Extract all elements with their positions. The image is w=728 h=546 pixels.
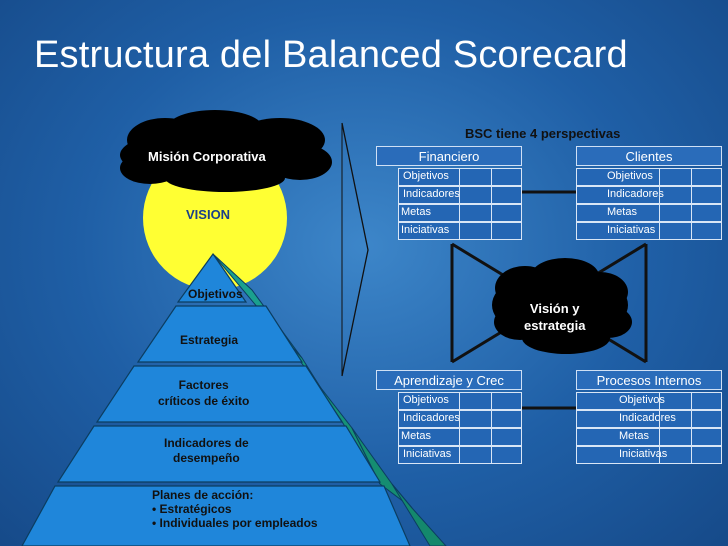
- perspective-row: Iniciativas: [398, 446, 522, 464]
- perspective-row: Objetivos: [576, 168, 722, 186]
- planes-item: • Individuales por empleados: [152, 516, 318, 530]
- pyramid-tier-indicadores: [56, 425, 382, 483]
- perspective-title: Financiero: [376, 146, 522, 166]
- perspective-clientes: Clientes Objetivos Indicadores Metas Ini…: [576, 146, 722, 242]
- vision-estrategia-cloud: [492, 258, 632, 354]
- perspective-title: Clientes: [576, 146, 722, 166]
- vision-label: VISION: [186, 207, 231, 222]
- perspective-row: Iniciativas: [576, 446, 722, 464]
- pyramid-tier-factores: [95, 365, 344, 423]
- perspective-aprendizaje: Aprendizaje y Crec Objetivos Indicadores…: [376, 370, 522, 466]
- perspective-row: Iniciativas: [398, 222, 522, 240]
- perspective-row: Iniciativas: [576, 222, 722, 240]
- perspective-procesos: Procesos Internos Objetivos Indicadores …: [576, 370, 722, 466]
- vision-estrategia-label: Visión y estrategia: [524, 301, 586, 333]
- perspective-row: Objetivos: [576, 392, 722, 410]
- perspective-row: Indicadores: [576, 186, 722, 204]
- slide-title: Estructura del Balanced Scorecard: [34, 34, 628, 76]
- planes-accion: Planes de acción: • Estratégicos • Indiv…: [152, 488, 318, 530]
- mision-label: Misión Corporativa: [148, 149, 266, 164]
- perspective-row: Metas: [398, 204, 522, 222]
- perspective-row: Metas: [576, 428, 722, 446]
- pyramid-tier-estrategia: [136, 305, 304, 363]
- bsc-subtitle: BSC tiene 4 perspectivas: [465, 126, 621, 141]
- pyramid-factores-label: Factores críticos de éxito: [158, 378, 250, 408]
- mision-cloud: [120, 110, 332, 192]
- perspective-row: Objetivos: [398, 168, 522, 186]
- perspective-row: Metas: [576, 204, 722, 222]
- perspective-row: Indicadores: [576, 410, 722, 428]
- perspective-row: Metas: [398, 428, 522, 446]
- perspective-row: Indicadores: [398, 410, 522, 428]
- perspective-title: Aprendizaje y Crec: [376, 370, 522, 390]
- planes-item: • Estratégicos: [152, 502, 232, 516]
- pyramid-objetivos-label: Objetivos: [188, 287, 243, 301]
- pyramid-estrategia-label: Estrategia: [180, 333, 239, 347]
- brace-arrow: [341, 122, 369, 377]
- pyramid-side-5: [391, 483, 447, 546]
- pyramid-tier-objetivos: [176, 252, 248, 303]
- pyramid-tier-planes: [21, 485, 411, 546]
- pyramid-indicadores-label: Indicadores de desempeño: [164, 436, 249, 465]
- perspective-row: Indicadores: [398, 186, 522, 204]
- planes-title: Planes de acción:: [152, 488, 254, 502]
- perspective-financiero: Financiero Objetivos Indicadores Metas I…: [376, 146, 522, 242]
- perspective-row: Objetivos: [398, 392, 522, 410]
- perspective-title: Procesos Internos: [576, 370, 722, 390]
